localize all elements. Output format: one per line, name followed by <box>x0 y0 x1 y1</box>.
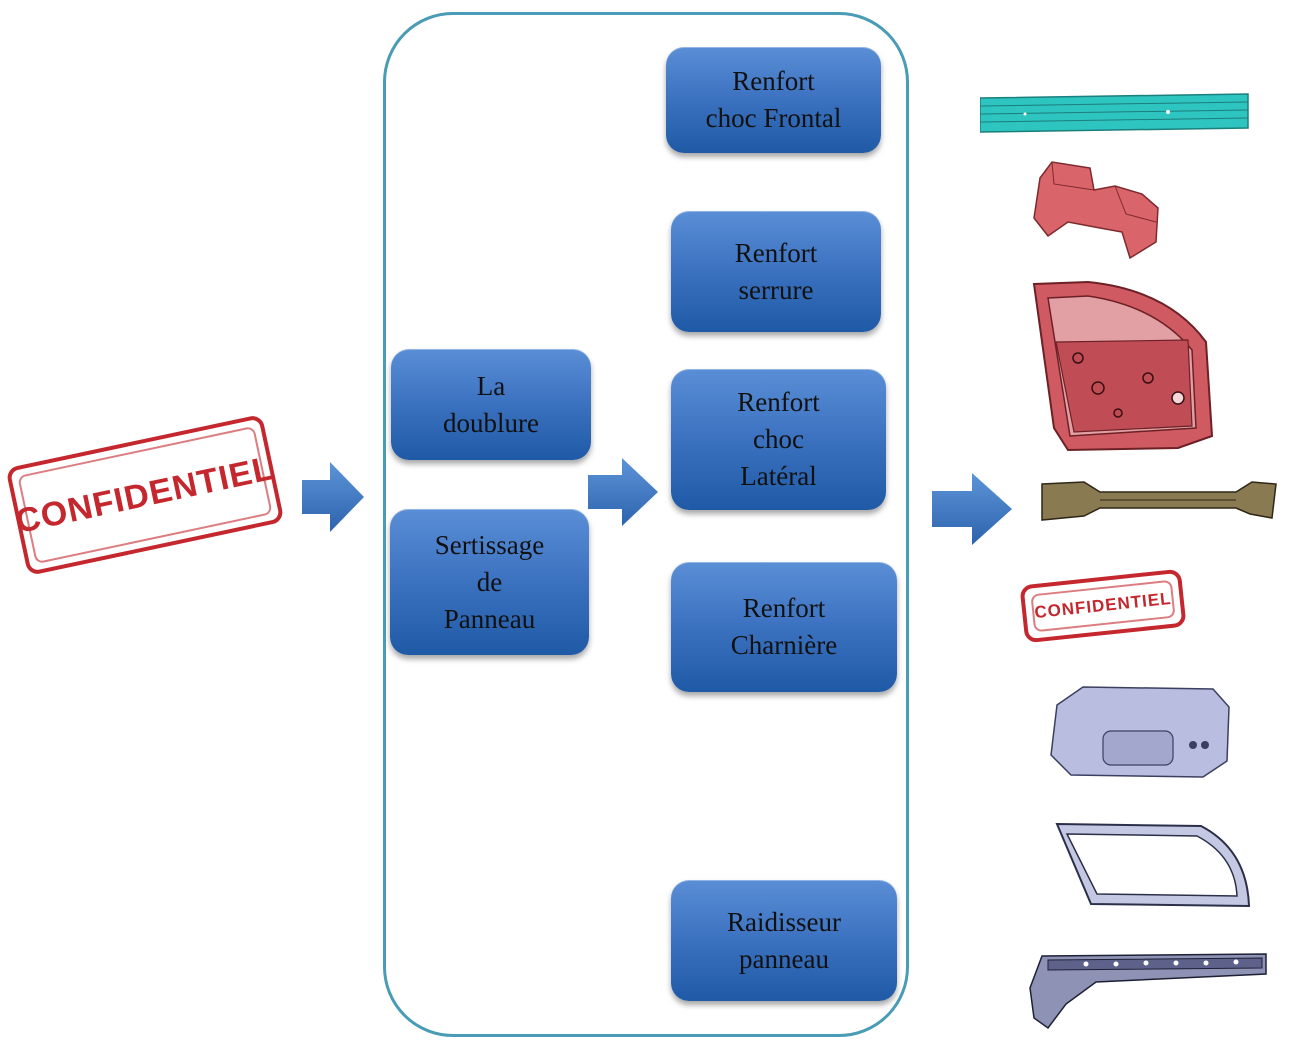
lock-reinforcement-part <box>1033 161 1159 260</box>
arrow-right-icon <box>932 473 1012 545</box>
arrow-right-icon <box>588 458 658 526</box>
stamp-text: CONFIDENTIEL <box>12 448 278 541</box>
side-impact-beam-part <box>1041 481 1277 521</box>
node-label: Renfort choc Latéral <box>737 387 820 491</box>
process-container <box>383 12 909 1037</box>
node-label: Renfort serrure <box>734 237 818 305</box>
panel-stiffener-part <box>1029 953 1267 1030</box>
confidential-stamp-left: CONFIDENTIEL <box>5 413 285 577</box>
node-renfort-serrure: Renfort serrure <box>671 211 881 332</box>
stamp-text: CONFIDENTIEL <box>1033 588 1173 623</box>
confidential-stamp: CONFIDENTIEL <box>1019 568 1187 644</box>
window-frame-part <box>1055 822 1251 908</box>
node-label: Renfort Charnière <box>730 593 838 660</box>
hinge-reinforcement-part <box>1050 686 1230 778</box>
node-label: Raidisseur panneau <box>727 906 841 974</box>
arrow-right-icon <box>302 462 364 532</box>
beam-part <box>980 93 1249 133</box>
node-label: La doublure <box>443 370 539 438</box>
node-renfort-charniere: Renfort Charnière <box>671 562 897 692</box>
node-label: Sertissage de Panneau <box>434 529 545 634</box>
node-label: Renfort choc Frontal <box>705 66 842 133</box>
node-renfort-choc-frontal: Renfort choc Frontal <box>666 47 881 153</box>
node-doublure: La doublure <box>391 349 591 460</box>
node-renfort-choc-lateral: Renfort choc Latéral <box>671 369 886 510</box>
node-sertissage: Sertissage de Panneau <box>390 509 589 655</box>
door-inner-panel-part <box>1032 280 1214 452</box>
node-raidisseur-panneau: Raidisseur panneau <box>671 880 897 1001</box>
